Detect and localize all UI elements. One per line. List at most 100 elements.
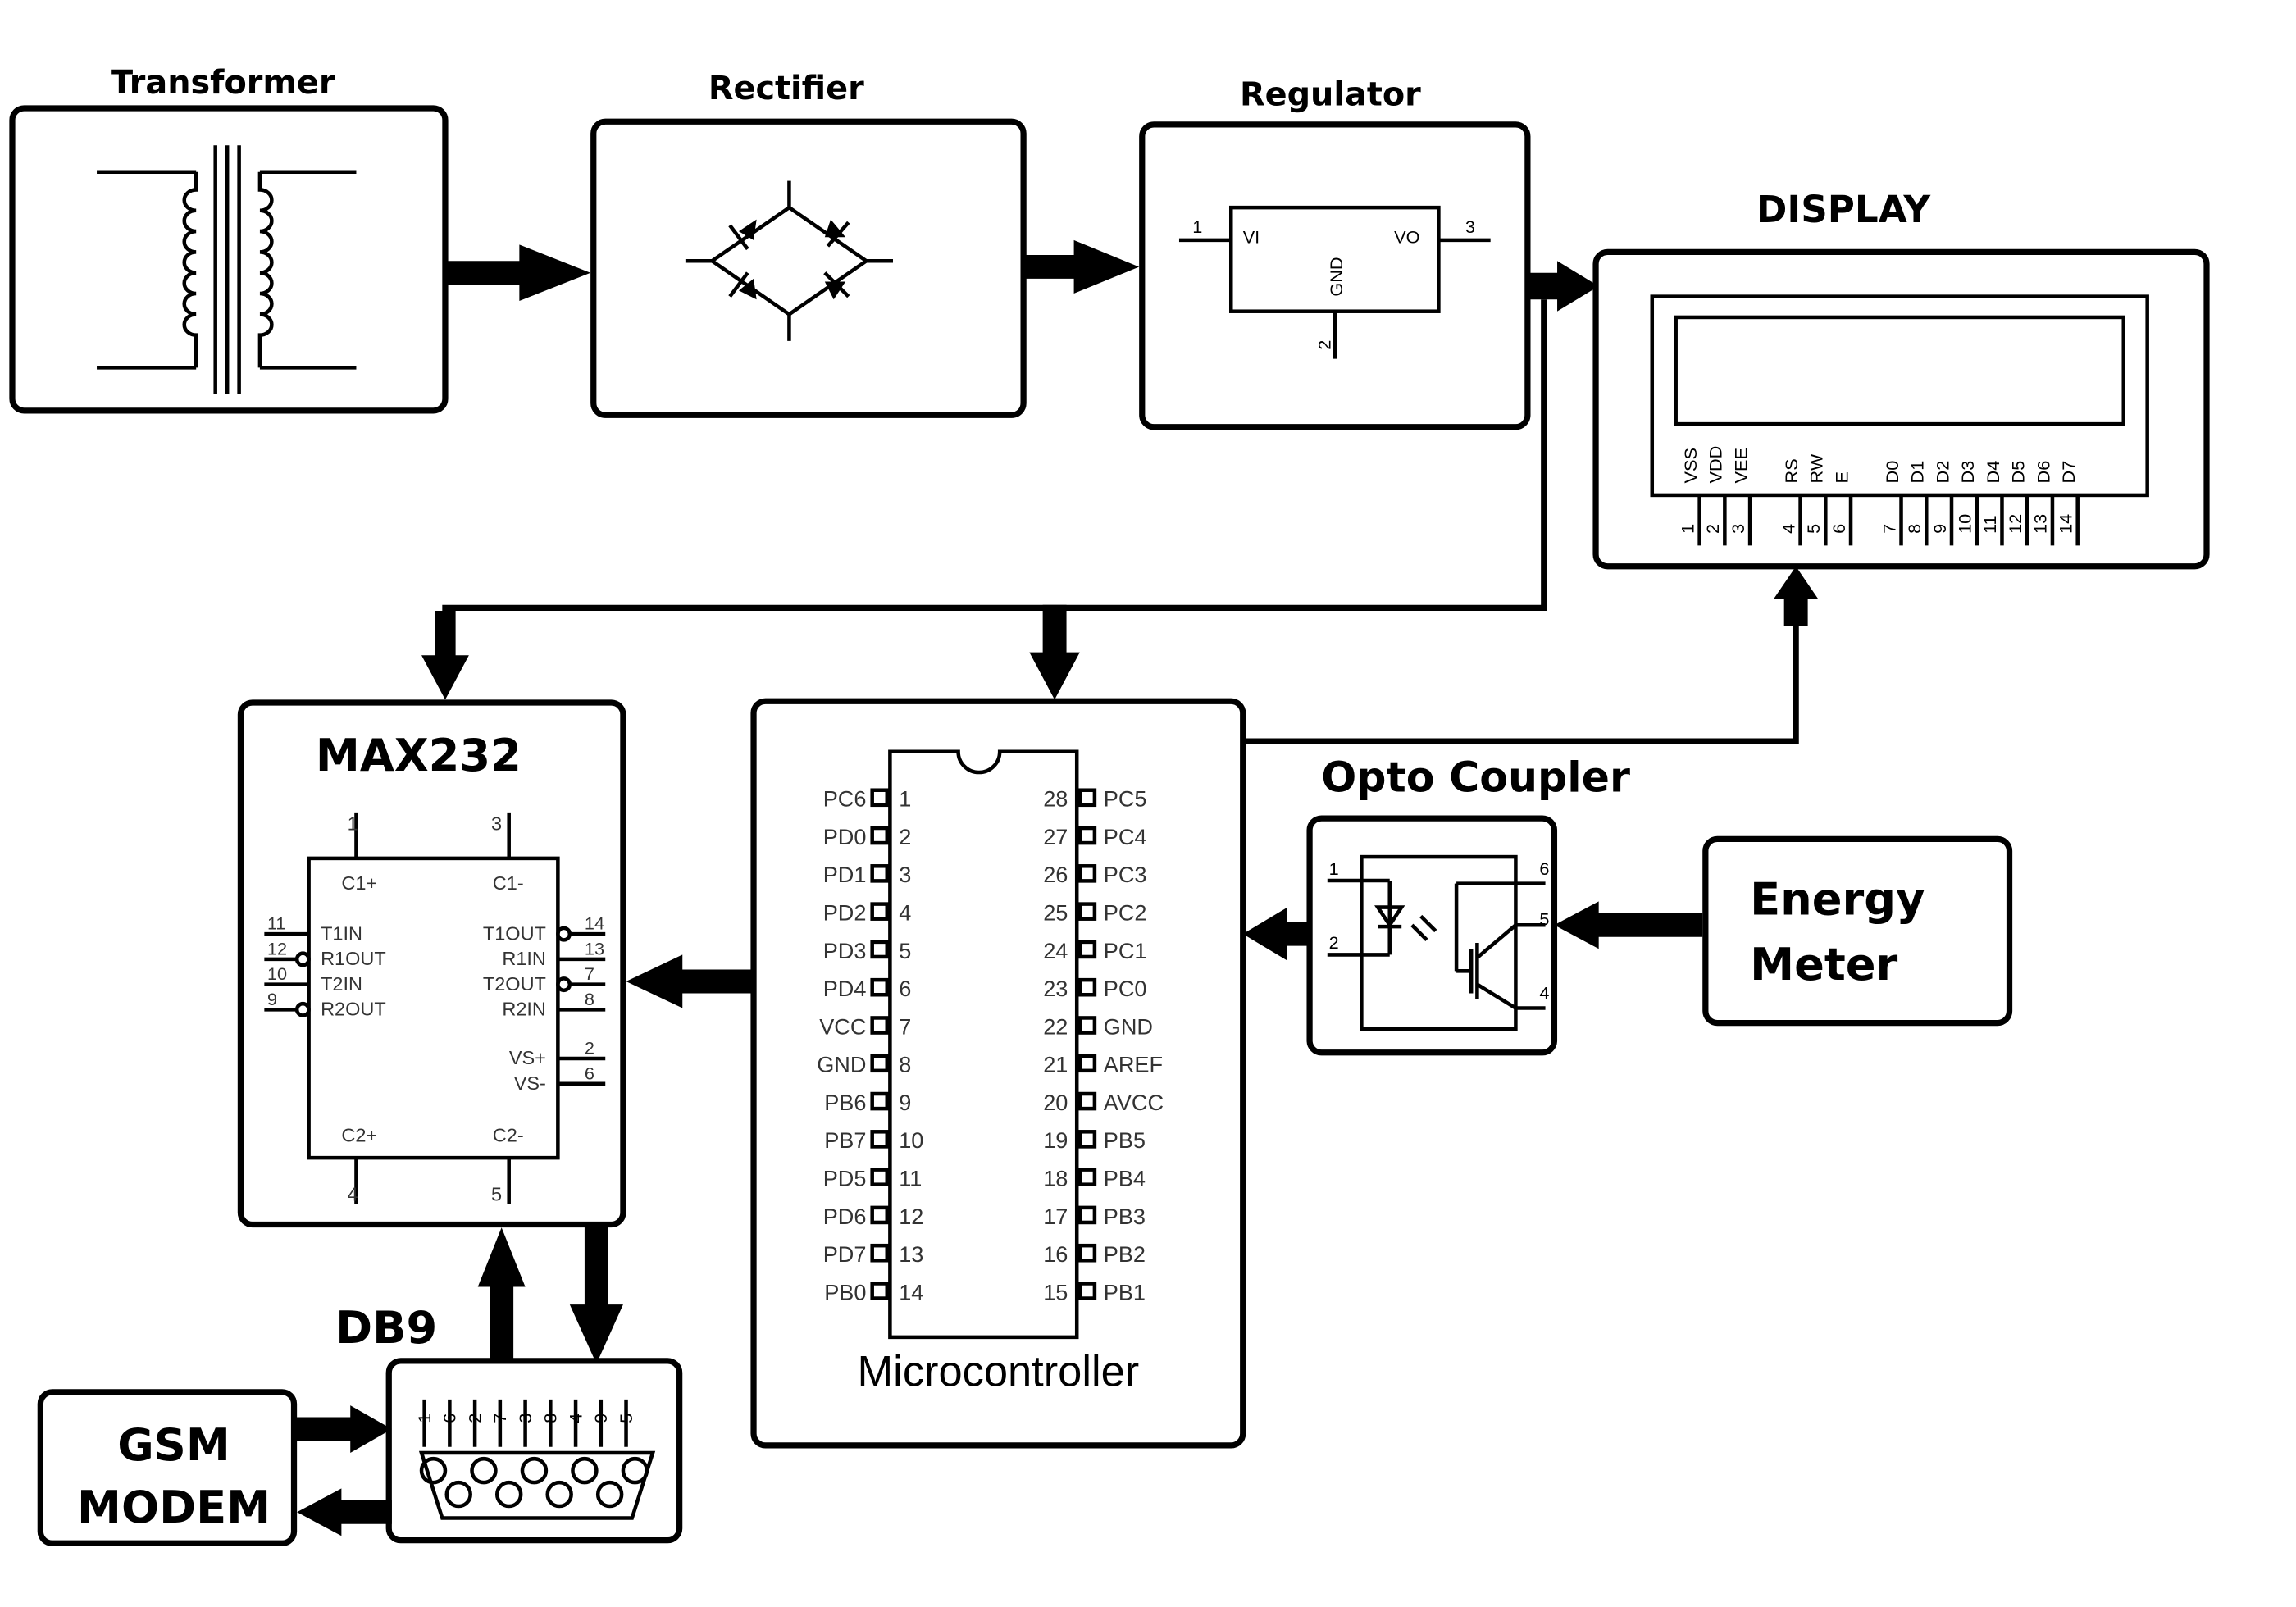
regulator-gnd: GND [1326,257,1346,296]
max232-pin-c2m: C2- [493,1124,524,1145]
db9-pin-number: 4 [565,1414,585,1423]
mcu-left-pin-number: 11 [899,1165,922,1190]
max232-inverter-bubble [556,926,572,942]
mcu-left-pin-name: PD3 [823,938,867,963]
mcu-left-pin-number: 7 [899,1013,911,1039]
mcu-left-pin-name: PB6 [824,1090,866,1115]
lcd-pin-name: VEE [1730,448,1751,483]
opto-coupler-block: Opto Coupler 1 2 6 5 4 [1306,753,1630,1056]
energy-meter-line2: Meter [1750,939,1897,990]
opto-led-icon [1374,905,1405,929]
arrow-db9-to-gsm [297,1488,392,1536]
mcu-right-pin-name: PC4 [1104,824,1147,849]
mcu-pin-pad [870,1243,890,1263]
mcu-right-pin-name: PC1 [1104,938,1147,963]
microcontroller-ic [888,749,1079,1340]
mcu-pin-pad [1077,1016,1097,1035]
mcu-right-pin-number: 23 [1043,976,1068,1001]
lcd-pin-name: D5 [2008,461,2029,484]
max232-left-pin-number: 10 [267,963,287,984]
max232-pin-c1m: C1- [493,872,524,894]
mcu-right-pin-name: PC5 [1104,786,1147,812]
mcu-left-pin-number: 3 [899,862,911,887]
mcu-left-pin-name: VCC [819,1013,866,1039]
mcu-pin-pad [1077,940,1097,959]
max232-left-pin-number: 9 [267,989,277,1009]
mcu-left-pin-name: PB0 [824,1279,866,1304]
max232-inverter-bubble [556,976,572,993]
display-label: DISPLAY [1756,188,1931,231]
lcd-pin-name: VSS [1680,448,1701,483]
db9-pin-number: 5 [616,1414,636,1423]
opto-pin-4: 4 [1539,983,1549,1004]
lcd-pin-number: 1 [1677,524,1697,534]
max232-pin-c2p: C2+ [341,1124,377,1145]
opto-ic [1360,854,1518,1031]
wire-microcontroller-to-display [1242,619,1799,744]
db9-socket-icon [545,1480,573,1509]
mcu-right-pin-number: 27 [1043,824,1068,849]
max232-pin-num-3: 3 [491,813,502,835]
db9-pin-number: 1 [414,1414,435,1423]
max232-left-pin-name: R1OUT [321,948,386,969]
gsm-modem-line1: GSM [117,1419,230,1471]
arrow-transformer-to-rectifier [444,244,591,302]
mcu-left-pin-name: PD1 [823,862,867,887]
max232-right-pin-number: 7 [585,963,594,984]
db9-pin-number: 7 [490,1414,510,1423]
mcu-pin-pad [1077,864,1097,883]
mcu-left-pin-name: PD4 [823,976,867,1001]
regulator-vo: VO [1394,227,1419,248]
max232-right-pin-name: VS- [514,1072,546,1094]
mcu-left-pin-name: PD6 [823,1204,867,1229]
mcu-pin-pad [870,1205,890,1225]
mcu-left-pin-number: 9 [899,1090,911,1115]
mcu-pin-pad [870,940,890,959]
arrow-rectifier-to-regulator [1023,239,1140,294]
max232-right-pin-name: T2OUT [483,973,546,995]
mcu-pin-pad [870,977,890,997]
db9-socket-icon [571,1456,599,1485]
lcd-pin-number: 13 [2030,514,2051,534]
lcd-pin-name: D3 [1957,461,1978,484]
gsm-modem-line2: MODEM [77,1482,271,1533]
mcu-left-pin-name: PC6 [823,786,867,812]
lcd-pin-number: 7 [1879,524,1899,534]
lcd-pin-number: 2 [1702,524,1723,534]
arrow-regulator-to-display [1527,261,1599,312]
max232-right-pin-number: 14 [585,913,604,934]
lcd-pin-name: D1 [1907,461,1928,484]
db9-socket-icon [494,1480,523,1509]
gsm-modem-box [37,1389,298,1546]
lcd-pin-name: D7 [2058,461,2079,484]
lcd-pin-number: 4 [1778,524,1798,534]
lcd-pin-name: D6 [2033,461,2053,484]
mcu-right-pin-name: GND [1104,1013,1153,1039]
max232-pin-num-5: 5 [491,1184,502,1205]
lcd-pin-name: E [1831,471,1852,483]
max232-right-pin-name: R2IN [502,999,546,1020]
opto-pin-5: 5 [1539,908,1549,929]
mcu-pin-pad [870,1282,890,1300]
db9-socket-icon [470,1456,498,1485]
lcd-pin-name: VDD [1706,446,1726,484]
energy-meter-box [1702,835,2013,1027]
mcu-pin-pad [870,1130,890,1149]
max232-right-pin-number: 2 [585,1038,594,1058]
mcu-left-pin-name: GND [817,1052,866,1077]
microcontroller-label: Microcontroller [858,1349,1140,1396]
mcu-right-pin-number: 15 [1043,1279,1068,1304]
regulator-vi: VI [1243,227,1260,248]
opto-coupler-label: Opto Coupler [1321,753,1630,802]
db9-socket-icon [444,1480,472,1509]
mcu-pin-pad [1077,1091,1097,1111]
db9-socket-icon [621,1456,649,1485]
opto-pin-2: 2 [1329,932,1339,953]
arrow-power-to-microcontroller [1029,604,1080,700]
mcu-left-pin-number: 4 [899,899,911,925]
mcu-left-pin-number: 14 [899,1279,923,1304]
